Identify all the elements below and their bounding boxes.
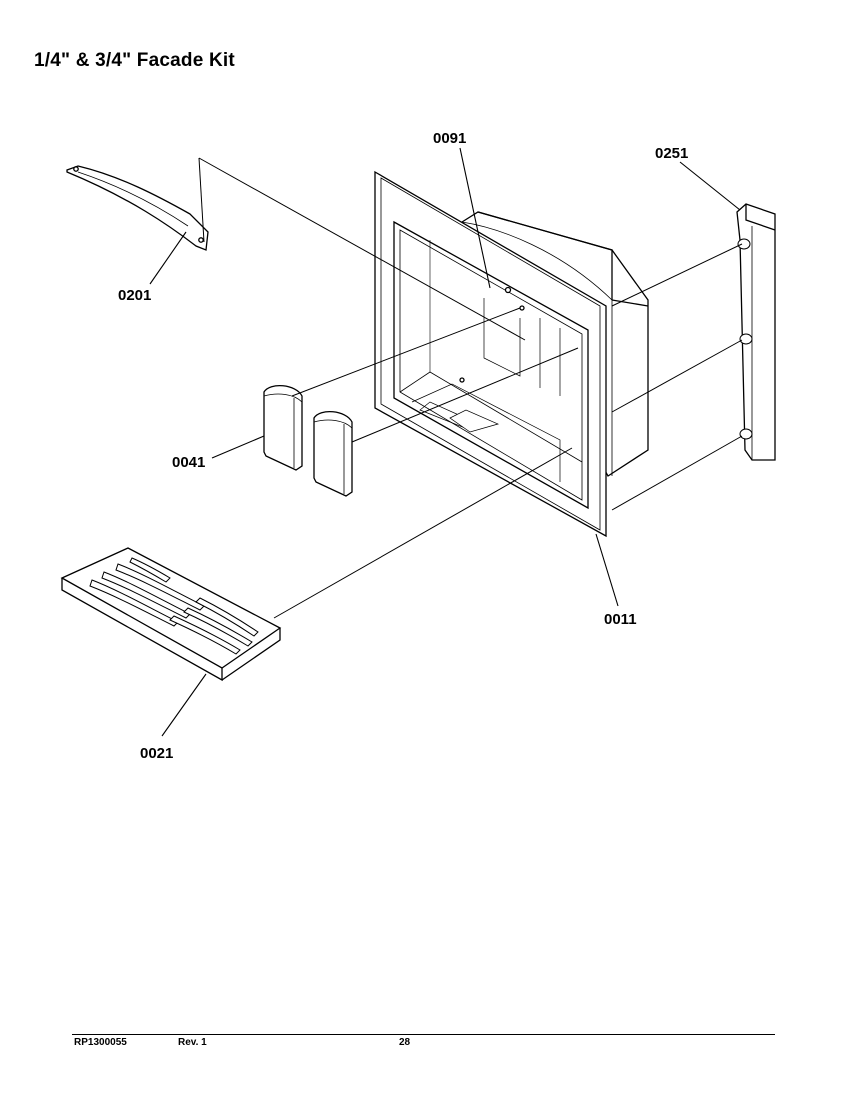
leader-lines	[149, 147, 741, 737]
slotted-tray-part	[60, 547, 282, 682]
page-title: 1/4" & 3/4" Facade Kit	[34, 50, 235, 71]
footer-divider	[72, 1034, 775, 1035]
label-0011: 0011	[604, 611, 637, 628]
side-bracket-part	[736, 203, 776, 461]
label-0041: 0041	[172, 454, 205, 471]
label-0251: 0251	[655, 145, 688, 162]
end-cap-parts	[263, 385, 353, 497]
facade-frame-part	[374, 170, 649, 538]
footer-revision: Rev. 1	[178, 1037, 207, 1048]
trim-strip-part	[66, 165, 209, 251]
label-0021: 0021	[140, 745, 173, 762]
footer-doc-number: RP1300055	[74, 1037, 127, 1048]
alignment-lines	[198, 157, 743, 619]
footer-page-number: 28	[399, 1037, 411, 1048]
label-0201: 0201	[118, 287, 151, 304]
label-0091: 0091	[433, 130, 466, 147]
